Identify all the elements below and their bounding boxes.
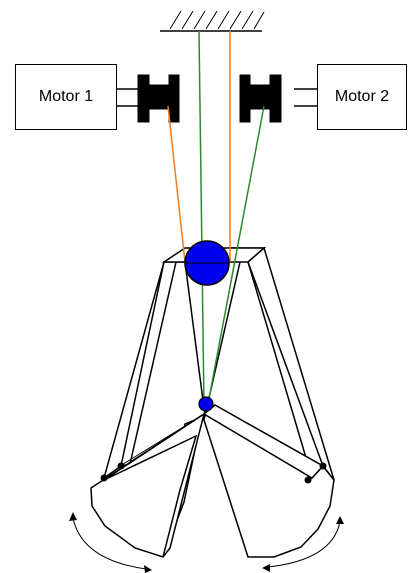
pivot-points <box>100 462 327 484</box>
motor-1-pulley <box>137 74 180 123</box>
motor-1-shaft <box>117 88 140 107</box>
right-finger <box>202 246 335 558</box>
left-rotation-arrow <box>69 512 152 573</box>
right-rotation-arrow <box>262 516 344 572</box>
motor-2-shaft <box>294 88 317 107</box>
motor-2-box: Motor 2 <box>317 64 407 130</box>
fixed-ground <box>160 10 265 32</box>
motor-1-label: Motor 1 <box>38 88 94 105</box>
tendon-green <box>198 30 265 407</box>
left-finger <box>90 261 206 558</box>
tendon-orange <box>167 31 231 263</box>
motor-1-box: Motor 1 <box>15 64 117 130</box>
motor-2-pulley <box>239 74 282 123</box>
finger-base-joint <box>198 396 214 412</box>
palm-joint <box>184 240 230 286</box>
motor-2-label: Motor 2 <box>334 88 390 105</box>
